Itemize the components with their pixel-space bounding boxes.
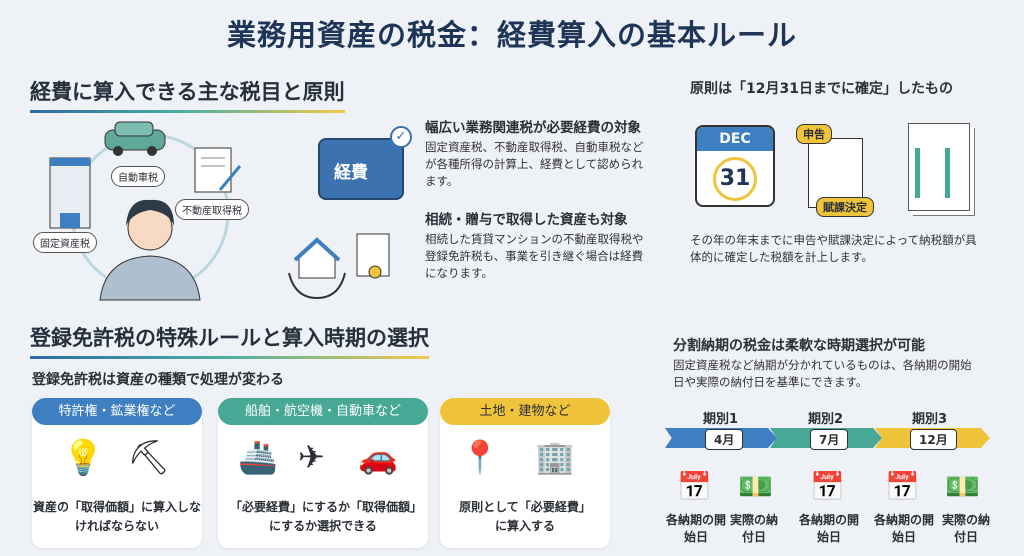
- airplane-icon: ✈: [298, 438, 325, 476]
- section1-heading: 経費に算入できる主な税目と原則: [30, 80, 345, 104]
- calendar-icon: DEC 31: [695, 125, 775, 207]
- card-ship-aircraft-car: 船舶・航空機・自動車など 🚢 ✈ 🚗 「必要経費」にするか「取得価額」にするか選…: [218, 398, 428, 548]
- wallet-label: 経費: [334, 163, 368, 183]
- principle-body: その年の年末までに申告や賦課決定によって納税額が具体的に確定した税額を計上します…: [690, 233, 977, 264]
- building-icon: [49, 157, 91, 229]
- installment-title: 分割納期の税金は柔軟な時期選択が可能: [673, 338, 925, 354]
- card-text: 「必要経費」にするか「取得価額」にするか選択できる: [229, 500, 417, 533]
- section2-heading: 登録免許税の特殊ルールと算入時期の選択: [30, 326, 429, 350]
- section1-header: 経費に算入できる主な税目と原則: [30, 76, 345, 113]
- period1-label: 期別1: [703, 412, 739, 427]
- building-icon: 🏢: [535, 438, 575, 476]
- card-patent-mining: 特許権・鉱業権など 💡 ⛏ 資産の「取得価額」に算入しなければならない: [32, 398, 202, 548]
- taxpayer-illustration: [49, 121, 242, 301]
- tax-chip-real-estate-acquisition: 不動産取得税: [175, 199, 249, 220]
- tax-chip-automobile: 自動車税: [111, 166, 165, 187]
- page-title: 業務用資産の税金：経費算入の基本ルール: [226, 18, 797, 52]
- period1-month: 4月: [705, 429, 744, 450]
- calendar-day: 31: [713, 157, 757, 201]
- point2-body: 相続した賃貸マンションの不動産取得税や登録免許税も、事業を引き継ぐ場合は経費にな…: [425, 232, 644, 280]
- calendar-icon: 📅: [885, 470, 920, 503]
- period3-month: 12月: [910, 429, 957, 450]
- card-text: 原則として「必要経費」に算入する: [459, 500, 591, 533]
- card-label: 特許権・鉱業権など: [32, 398, 202, 425]
- filing-tag: 申告: [796, 124, 832, 144]
- installment-body: 固定資産税など納期が分かれているものは、各納期の開始日や実際の納付日を基準にでき…: [673, 358, 972, 389]
- car-icon: [104, 121, 166, 156]
- document-pen-icon: [194, 147, 242, 193]
- car-icon: 🚗: [358, 438, 398, 476]
- period3-paid-label: 実際の納付日: [941, 513, 990, 544]
- period3-start-label: 各納期の開始日: [873, 513, 934, 544]
- ship-icon: 🚢: [238, 438, 278, 476]
- pickaxe-icon: ⛏: [127, 438, 171, 478]
- period1-start-label: 各納期の開始日: [665, 513, 726, 544]
- section2-header: 登録免許税の特殊ルールと算入時期の選択: [30, 322, 429, 359]
- hand-money-icon: 💵: [945, 470, 980, 503]
- lightbulb-icon: 💡: [62, 438, 105, 478]
- point1-body: 固定資産税、不動産取得税、自動車税などが各種所得の計算上、経費として認められます…: [425, 140, 644, 188]
- card-land-building: 土地・建物など 📍 🏢 原則として「必要経費」に算入する: [440, 398, 610, 548]
- card-label: 船舶・航空機・自動車など: [218, 398, 428, 425]
- point2-title: 相続・贈与で取得した資産も対象: [425, 212, 628, 228]
- principle-title: 原則は「12月31日までに確定」したもの: [690, 81, 953, 97]
- point-inheritance: 相続・贈与で取得した資産も対象 相続した賃貸マンションの不動産取得税や登録免許税…: [425, 208, 650, 282]
- point1-title: 幅広い業務関連税が必要経費の対象: [425, 120, 641, 136]
- point-business-taxes: 幅広い業務関連税が必要経費の対象 固定資産税、不動産取得税、自動車税などが各種所…: [425, 116, 650, 190]
- tax-chip-fixed-asset: 固定資産税: [33, 232, 97, 253]
- card-label: 土地・建物など: [440, 398, 610, 425]
- heading-underline: [30, 356, 429, 359]
- registration-tax-subheading: 登録免許税は資産の種類で処理が変わる: [32, 372, 284, 388]
- calendar-icon: 📅: [810, 470, 845, 503]
- period1-paid-label: 実際の納付日: [729, 513, 778, 544]
- period2-start-label: 各納期の開始日: [798, 513, 859, 544]
- heading-underline: [30, 110, 345, 113]
- assessment-tag: 賦課決定: [816, 197, 874, 217]
- hand-money-icon: 💵: [738, 470, 773, 503]
- period2-month: 7月: [810, 429, 849, 450]
- wallet-icon: 経費 ✓: [318, 126, 412, 200]
- tax-notice-document-icon: [908, 123, 970, 211]
- period3-label: 期別3: [912, 412, 948, 427]
- businesswoman-avatar: [99, 199, 201, 301]
- period2-label: 期別2: [808, 412, 844, 427]
- check-icon: ✓: [390, 126, 412, 148]
- calendar-icon: 📅: [677, 470, 712, 503]
- card-text: 資産の「取得価額」に算入しなければならない: [32, 500, 201, 533]
- house-hands-certificate-icon: [288, 233, 390, 300]
- land-pin-icon: 📍: [460, 438, 500, 476]
- calendar-month: DEC: [697, 127, 773, 151]
